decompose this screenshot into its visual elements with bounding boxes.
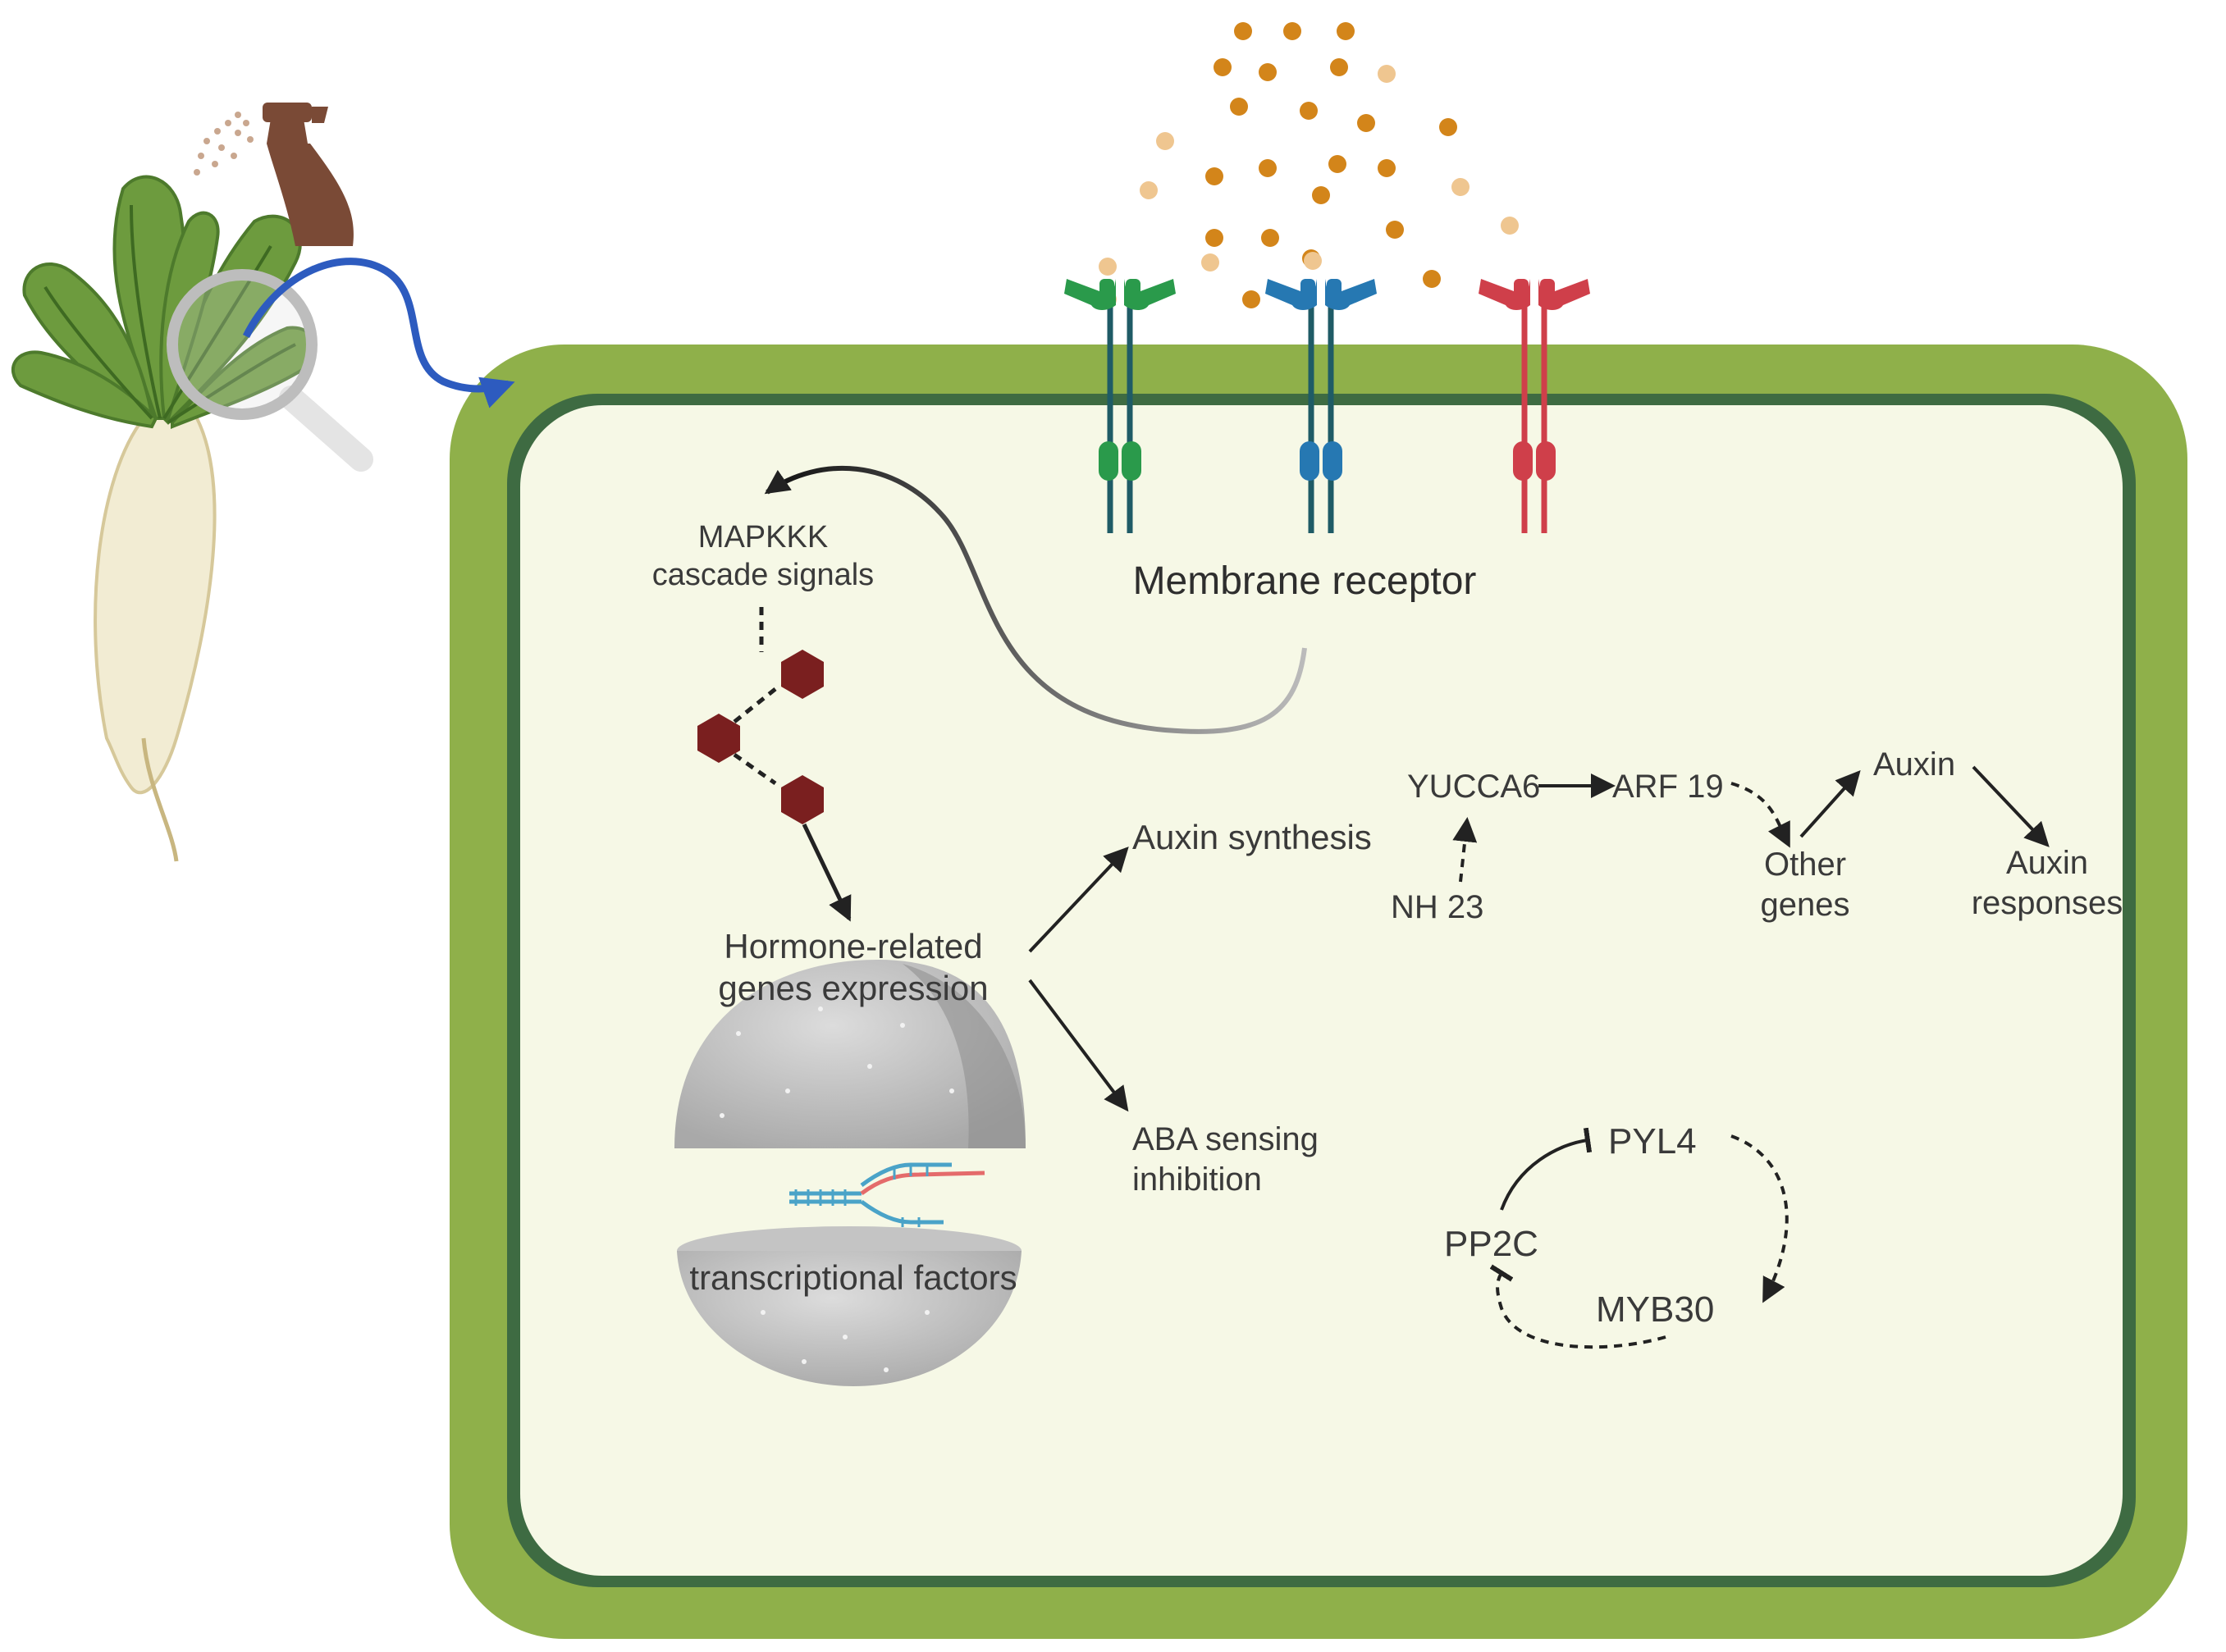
aba-sensing-label: ABA sensing inhibition	[1132, 1120, 1319, 1200]
cascade-signals-line: cascade signals	[651, 558, 875, 593]
sugar-beet-plant-icon	[11, 175, 317, 862]
dna-icon	[789, 1162, 985, 1227]
aba-line-1: ABA sensing	[1132, 1121, 1319, 1157]
signal-particles	[1099, 22, 1519, 308]
mapkkk-label: MAPKKK cascade signals	[611, 518, 915, 595]
blue-arrow	[242, 258, 515, 408]
hexagon-molecule-icon	[697, 714, 740, 763]
auxin-label: Auxin	[1873, 746, 1956, 783]
receptor-icon	[1479, 279, 1590, 533]
nh23-label: NH 23	[1391, 889, 1484, 925]
membrane-receptors	[1064, 279, 1590, 533]
transcriptional-factors-label: transcriptional factors	[689, 1258, 1017, 1297]
membrane-receptor-label: Membrane receptor	[1132, 559, 1477, 603]
hexagon-molecule-icon	[781, 650, 824, 699]
mapkkk-line: MAPKKK	[697, 520, 829, 554]
aba-feedback-loop	[1489, 1127, 1789, 1349]
magnifying-glass-icon	[167, 269, 373, 472]
auxin-responses-line-2: responses	[1971, 884, 2123, 921]
signal-curve-arrow	[764, 465, 1307, 734]
branch-arrows	[1028, 847, 1129, 1112]
aba-line-2: inhibition	[1132, 1161, 1262, 1198]
pyl4-label: PYL4	[1608, 1121, 1697, 1161]
other-genes-label: Other genes	[1739, 845, 1871, 925]
hormone-genes-label: Hormone-related genes expression	[681, 925, 1026, 1009]
spray-bottle-icon	[194, 103, 354, 246]
arf19-label: ARF 19	[1612, 769, 1724, 805]
receptor-icon	[1064, 279, 1176, 533]
receptor-icon	[1265, 279, 1377, 533]
myb30-label: MYB30	[1596, 1289, 1715, 1330]
hormone-line-1: Hormone-related	[724, 927, 983, 965]
hexagon-molecule-icon	[781, 775, 824, 824]
auxin-synthesis-label: Auxin synthesis	[1132, 818, 1372, 856]
other-line-1: Other	[1763, 847, 1847, 883]
auxin-responses-line-1: Auxin	[2005, 845, 2089, 881]
pp2c-label: PP2C	[1444, 1224, 1538, 1264]
other-line-2: genes	[1760, 886, 1850, 923]
auxin-responses-label: Auxin responses	[1949, 843, 2146, 924]
nucleus-icon	[674, 960, 1026, 1386]
yucca6-label: YUCCA6	[1407, 769, 1541, 805]
hormone-line-2: genes expression	[718, 969, 989, 1008]
mapk-cascade	[697, 607, 852, 922]
auxin-pathway-arrows	[1452, 765, 2050, 883]
